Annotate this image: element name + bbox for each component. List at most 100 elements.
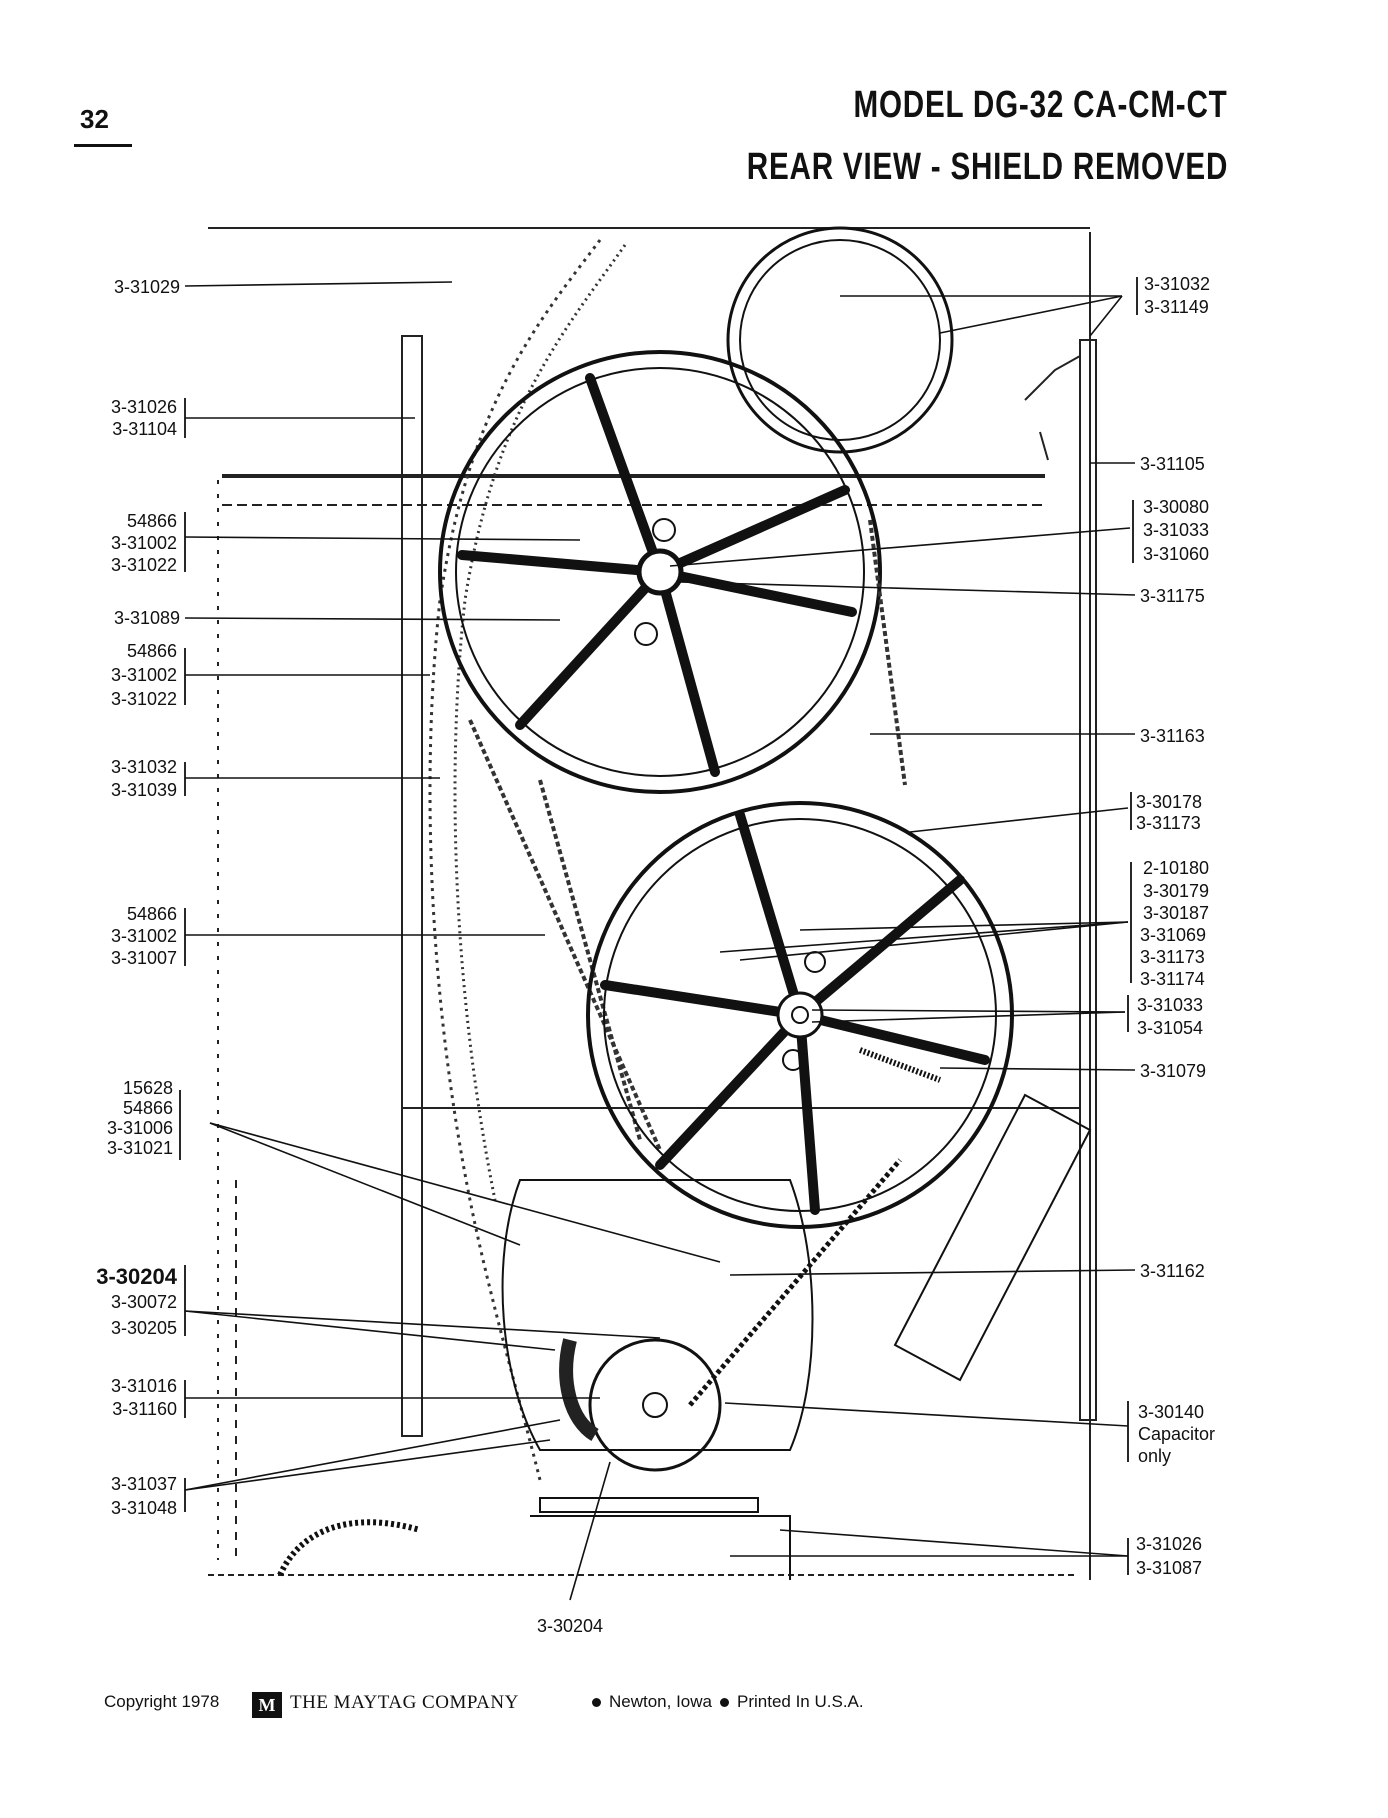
part-label: 3-31033 bbox=[1143, 520, 1209, 540]
lower-corner-part bbox=[277, 1519, 421, 1577]
lower-drive-wheel bbox=[586, 801, 1014, 1229]
part-label: 3-31002 bbox=[111, 533, 177, 553]
part-label: 15628 bbox=[123, 1078, 173, 1098]
part-label: 3-31032 bbox=[1144, 274, 1210, 294]
leader-3-31032-right-c bbox=[1089, 295, 1123, 337]
part-label: 3-31016 bbox=[111, 1376, 177, 1396]
page-number: 32 bbox=[80, 104, 109, 134]
part-label: 3-31007 bbox=[111, 948, 177, 968]
leader-3-31079 bbox=[939, 1067, 1136, 1071]
part-label: 3-31060 bbox=[1143, 544, 1209, 564]
part-label: 3-30072 bbox=[111, 1292, 177, 1312]
part-label: 3-31029 bbox=[114, 277, 180, 297]
belt-hose bbox=[428, 239, 627, 1481]
capacitor-block bbox=[559, 1338, 600, 1441]
part-label: 3-31006 bbox=[107, 1118, 173, 1138]
part-label: 3-31033 bbox=[1137, 995, 1203, 1015]
part-label: 3-30204 bbox=[96, 1264, 178, 1289]
part-label: 3-30205 bbox=[111, 1318, 177, 1338]
swing-arm-plate bbox=[893, 1093, 1092, 1382]
tension-spring bbox=[858, 1047, 942, 1083]
bracket-right bbox=[1024, 355, 1081, 401]
part-label: 3-31022 bbox=[111, 689, 177, 709]
leader-3-31162 bbox=[729, 1269, 1136, 1276]
top-pulley-ring bbox=[726, 226, 954, 454]
maytag-logo-icon: M bbox=[252, 1692, 282, 1718]
part-label: 3-30187 bbox=[1143, 903, 1209, 923]
right-labels: 3-31032 3-31149 3-31105 3-30080 3-31033 … bbox=[1136, 274, 1215, 1578]
motor-base-plate bbox=[539, 1497, 759, 1513]
part-label: 3-31026 bbox=[1136, 1534, 1202, 1554]
leader-3-30140 bbox=[724, 1402, 1129, 1427]
leader-2-10180-c bbox=[719, 921, 1129, 953]
lower-wheel-spokes bbox=[600, 810, 990, 1215]
belt-left-side bbox=[468, 719, 662, 1151]
part-label: 54866 bbox=[127, 641, 177, 661]
part-label: 3-31002 bbox=[111, 926, 177, 946]
part-label: 3-31087 bbox=[1136, 1558, 1202, 1578]
leader-3-31026-right-a bbox=[779, 1529, 1129, 1557]
part-label: 3-31037 bbox=[111, 1474, 177, 1494]
footer-location: Newton, Iowa Printed In U.S.A. bbox=[584, 1692, 864, 1712]
part-label: 54866 bbox=[127, 511, 177, 531]
footer-company: THE MAYTAG COMPANY bbox=[290, 1692, 519, 1713]
part-label: 3-31089 bbox=[114, 608, 180, 628]
motor-mount bbox=[530, 1515, 791, 1580]
part-label: 54866 bbox=[123, 1098, 173, 1118]
part-label: 3-31026 bbox=[111, 397, 177, 417]
motor-belt bbox=[688, 1158, 902, 1407]
part-label: 3-31079 bbox=[1140, 1061, 1206, 1081]
part-label: 3-31104 bbox=[112, 419, 177, 439]
leader-3-31002-upper bbox=[184, 536, 581, 541]
part-label: 3-31174 bbox=[1140, 969, 1205, 989]
part-label: 2-10180 bbox=[1143, 858, 1209, 878]
leader-2-10180-a bbox=[739, 921, 1129, 961]
part-label: 3-31175 bbox=[1140, 586, 1205, 606]
page-number-underline bbox=[74, 144, 132, 147]
leader-3-31175 bbox=[679, 581, 1136, 596]
motor-housing bbox=[501, 1179, 814, 1451]
part-label: 3-31021 bbox=[107, 1138, 173, 1158]
leader-2-10180-b bbox=[799, 921, 1129, 931]
footer-printed: Printed In U.S.A. bbox=[737, 1692, 864, 1711]
leader-3-31033-lower-b bbox=[811, 1011, 1126, 1023]
leader-3-31037-b bbox=[184, 1419, 561, 1491]
part-label: 3-31173 bbox=[1136, 813, 1201, 833]
model-title: MODEL DG-32 CA-CM-CT bbox=[853, 84, 1228, 126]
right-upright bbox=[1079, 339, 1097, 1421]
footer-city: Newton, Iowa bbox=[609, 1692, 712, 1711]
part-label: 3-31162 bbox=[1140, 1261, 1205, 1281]
part-label: 3-31022 bbox=[111, 555, 177, 575]
motor-shaft bbox=[642, 1392, 668, 1418]
footer-copyright: Copyright 1978 bbox=[104, 1692, 220, 1711]
part-label: 3-31054 bbox=[1137, 1018, 1203, 1038]
leader-15628-b bbox=[209, 1122, 721, 1263]
left-labels: 3-31029 3-31026 3-31104 54866 3-31002 3-… bbox=[96, 277, 180, 1518]
belt-left-inner bbox=[538, 779, 642, 1141]
leader-3-31029 bbox=[184, 281, 453, 287]
leader-3-30080 bbox=[669, 527, 1131, 567]
part-label: Capacitor bbox=[1138, 1424, 1215, 1444]
part-label: 3-30179 bbox=[1143, 881, 1209, 901]
part-label: 3-30080 bbox=[1143, 497, 1209, 517]
leader-3-30204-a bbox=[184, 1310, 661, 1339]
part-label-bottom: 3-30204 bbox=[537, 1616, 603, 1636]
belt-right-side bbox=[868, 519, 907, 786]
spring-and-arm bbox=[858, 1047, 1092, 1382]
leader-3-31089 bbox=[184, 617, 561, 621]
motor-assembly bbox=[277, 1158, 902, 1580]
part-label: only bbox=[1138, 1446, 1171, 1466]
leader-3-30178 bbox=[909, 807, 1129, 833]
label-brackets bbox=[179, 277, 1138, 1575]
part-label: 3-30178 bbox=[1136, 792, 1202, 812]
part-label: 3-31163 bbox=[1140, 726, 1205, 746]
left-upright bbox=[401, 335, 423, 1437]
leader-3-30204-b bbox=[184, 1310, 556, 1351]
drive-belts bbox=[468, 519, 907, 1151]
part-label: 3-31149 bbox=[1144, 297, 1209, 317]
part-label: 3-31069 bbox=[1140, 925, 1206, 945]
part-label: 3-30140 bbox=[1138, 1402, 1204, 1422]
bullet-icon bbox=[720, 1698, 729, 1708]
part-label: 3-31105 bbox=[1140, 454, 1205, 474]
